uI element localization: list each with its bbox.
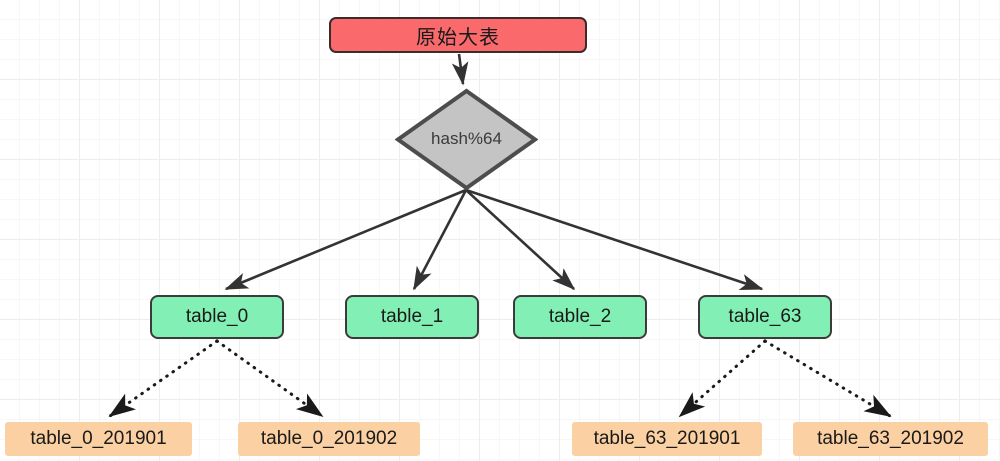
node-shard-table-0[interactable]: table_0 [150, 295, 284, 339]
node-partition-table-0-201902[interactable]: table_0_201902 [238, 422, 420, 456]
edge-table-0-to-part-201901 [108, 339, 219, 418]
node-partition-table-63-201901-label: table_63_201901 [593, 428, 741, 449]
node-partition-table-63-201902[interactable]: table_63_201902 [793, 422, 988, 456]
node-shard-table-2[interactable]: table_2 [513, 295, 647, 339]
node-shard-table-63[interactable]: table_63 [698, 295, 832, 339]
edge-table-0-to-part-201902 [215, 339, 324, 418]
node-hash-function[interactable]: hash%64 [395, 88, 538, 191]
edge-table-63-to-part-201902 [763, 339, 892, 418]
node-partition-table-63-201901[interactable]: table_63_201901 [572, 422, 762, 456]
edge-hash-to-table-0 [224, 188, 467, 291]
node-shard-table-1-label: table_1 [380, 306, 444, 327]
edge-source-to-hash [451, 53, 469, 86]
node-shard-table-2-label: table_2 [548, 306, 612, 327]
node-shard-table-1[interactable]: table_1 [345, 295, 479, 339]
node-partition-table-63-201902-label: table_63_201902 [817, 428, 964, 449]
node-hash-function-label: hash%64 [431, 128, 502, 148]
edge-hash-to-table-1 [412, 189, 468, 291]
edge-table-63-to-part-201901 [678, 339, 767, 418]
edge-hash-to-table-2 [465, 189, 576, 291]
node-partition-table-0-201901[interactable]: table_0_201901 [5, 422, 192, 456]
node-source-table[interactable]: 原始大表 [329, 17, 587, 53]
diamond-icon [395, 88, 538, 191]
node-partition-table-0-201901-label: table_0_201901 [30, 428, 167, 449]
node-shard-table-63-label: table_63 [728, 306, 802, 327]
edge-hash-to-table-63 [465, 188, 764, 291]
node-partition-table-0-201902-label: table_0_201902 [260, 428, 398, 449]
node-source-table-label: 原始大表 [416, 26, 500, 49]
node-shard-table-0-label: table_0 [185, 306, 249, 327]
